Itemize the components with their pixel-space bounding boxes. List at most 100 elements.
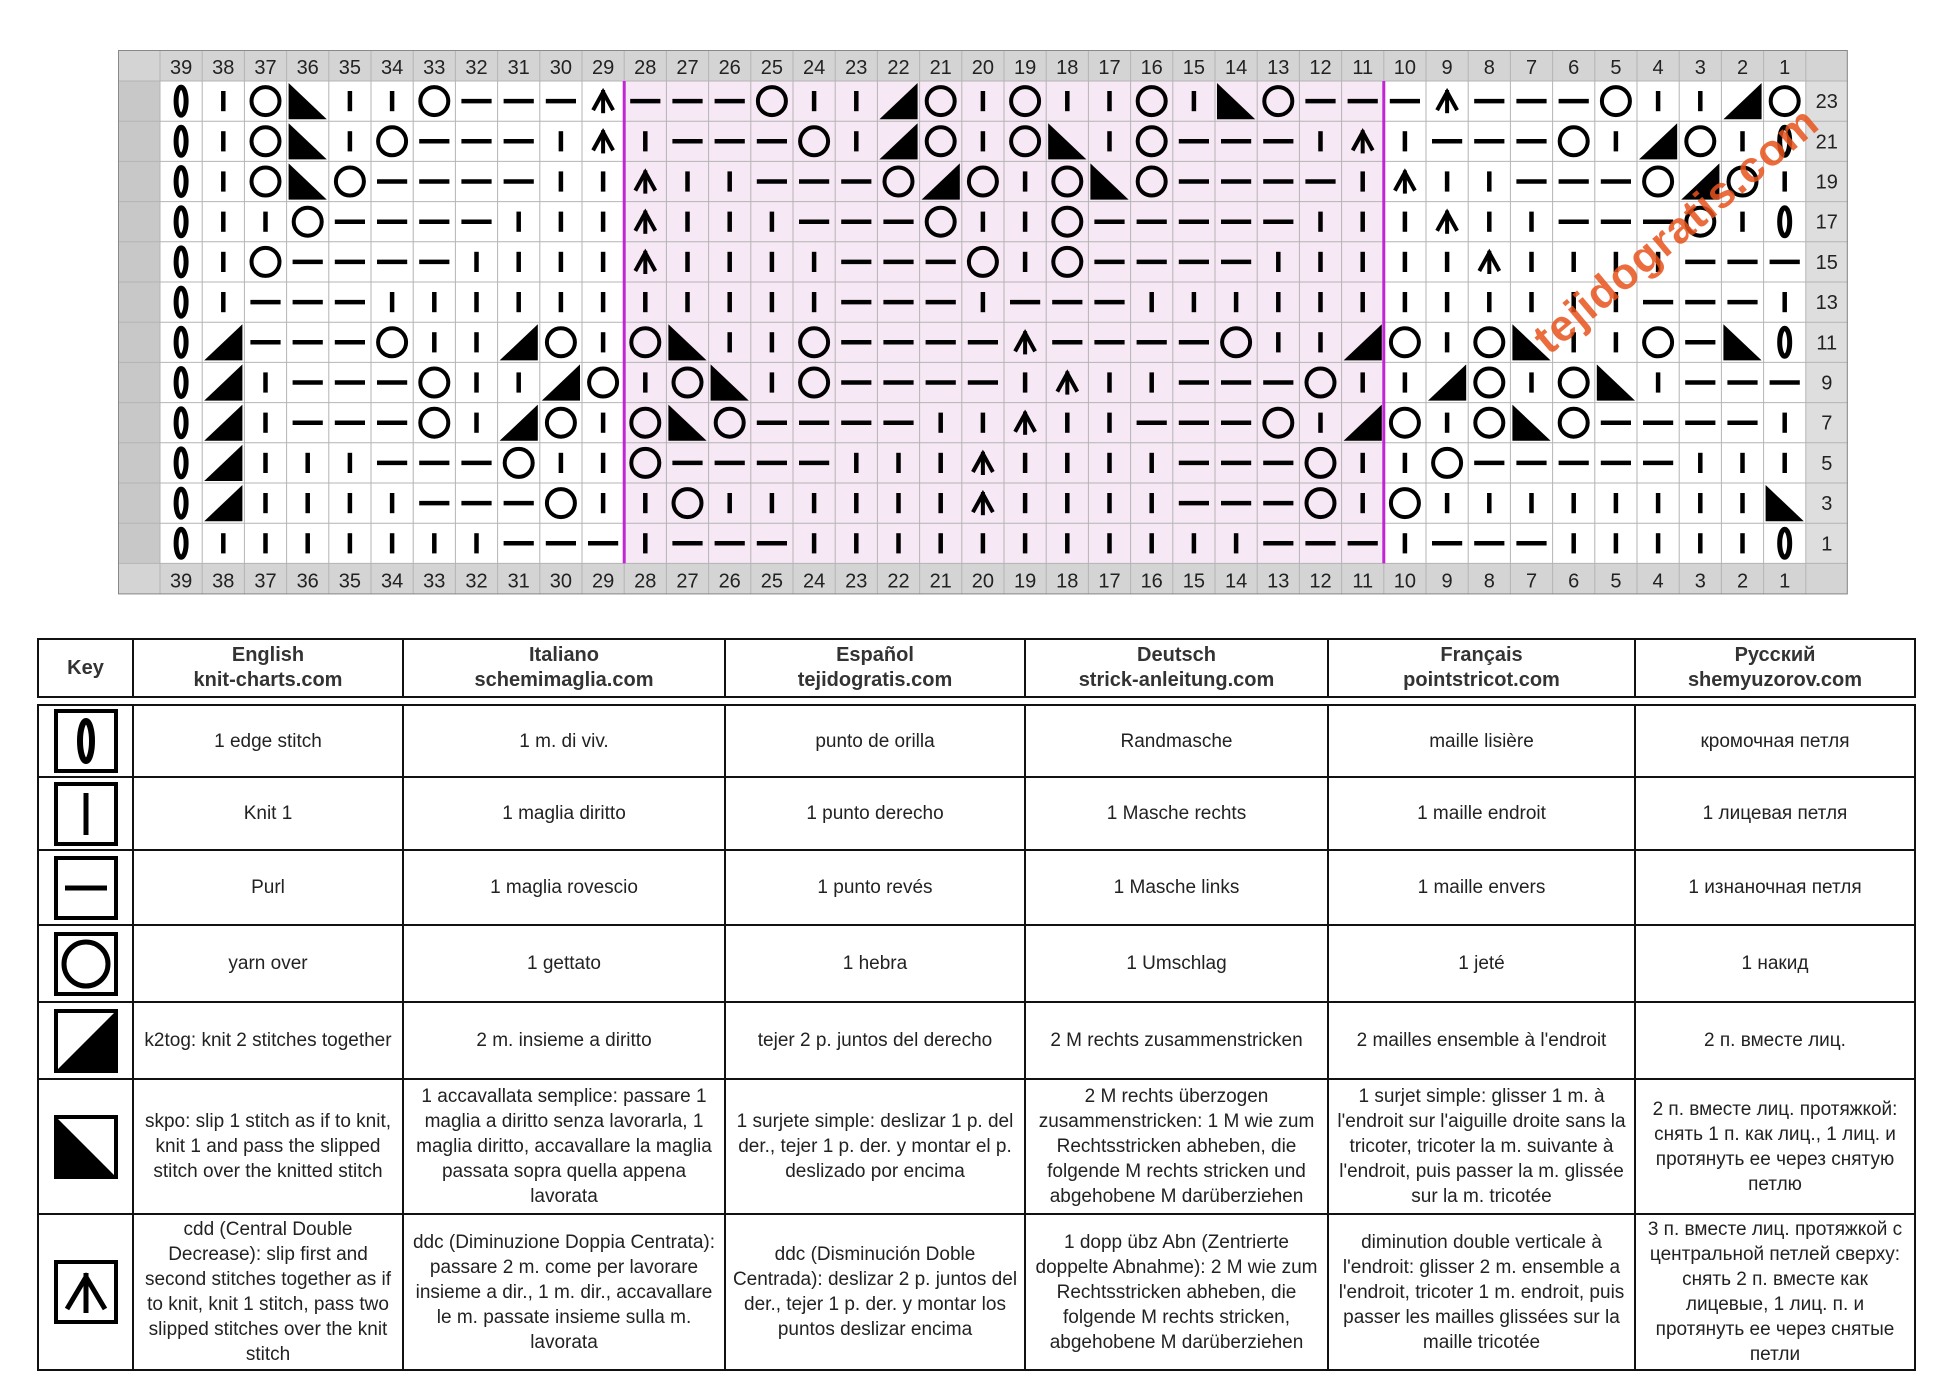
column-number: 24 [803, 57, 825, 79]
key-text: ddc (Diminuzione Doppia Centrata): passa… [402, 1213, 726, 1371]
column-number: 35 [339, 57, 361, 79]
purl-icon [53, 855, 118, 920]
column-number: 29 [592, 570, 614, 592]
cdd-stitch [633, 248, 658, 272]
yarn-over-stitch [1262, 85, 1295, 118]
column-number: 14 [1225, 570, 1247, 592]
cdd-icon [53, 1260, 118, 1324]
column-number: 32 [465, 570, 487, 592]
yarn-over-stitch [671, 366, 704, 399]
column-number: 38 [212, 570, 234, 592]
yarn-over-stitch [924, 85, 957, 118]
row-number: 21 [1816, 131, 1838, 153]
key-text: ddc (Disminución Doble Centrada): desliz… [724, 1213, 1026, 1371]
column-number: 20 [972, 570, 994, 592]
k2tog-stitch [204, 364, 243, 401]
row-number: 9 [1821, 373, 1832, 395]
yarn-over-stitch [798, 366, 831, 399]
k2tog-stitch [1343, 404, 1382, 441]
edge-stitch [173, 165, 189, 198]
column-number: 19 [1014, 57, 1036, 79]
yarn-over-stitch [1768, 85, 1801, 118]
yarn-over-stitch [1431, 446, 1464, 479]
column-number: 12 [1309, 570, 1331, 592]
key-header: Key [37, 638, 134, 698]
column-number: 7 [1526, 570, 1537, 592]
k2tog-icon [53, 1008, 118, 1073]
cdd-stitch [1435, 87, 1459, 112]
skpo-stitch [710, 364, 749, 401]
cdd-stitch [1393, 168, 1417, 192]
yarn-over-stitch [671, 487, 704, 520]
edge-stitch [173, 285, 189, 319]
k2tog-stitch [204, 444, 243, 481]
edge-stitch [173, 486, 189, 520]
key-text: 1 jeté [1327, 924, 1636, 1003]
edge-stitch [173, 446, 189, 480]
key-text: кромочная петля [1634, 704, 1916, 778]
column-number: 19 [1014, 570, 1036, 592]
column-number: 2 [1737, 57, 1748, 79]
yarn-over-stitch [587, 366, 620, 399]
column-number: 33 [423, 57, 445, 79]
yarn-over-stitch [376, 326, 409, 359]
yarn-over-stitch [1009, 85, 1042, 118]
yarn-over-stitch [249, 245, 282, 278]
column-number: 37 [254, 570, 276, 592]
key-text: Randmasche [1024, 704, 1329, 778]
key-text: 1 maille endroit [1327, 776, 1636, 851]
yarn-over-stitch [1304, 446, 1337, 479]
yarn-over-stitch [924, 125, 957, 158]
column-number: 21 [930, 57, 952, 79]
yarn-over-stitch [1388, 326, 1421, 359]
yarn-over-stitch [1388, 487, 1421, 520]
yarn-over-stitch [1262, 406, 1295, 439]
key-text: 1 dopp übz Abn (Zentrierte doppelte Abna… [1024, 1213, 1329, 1371]
yarn-over-stitch [629, 406, 662, 439]
column-number: 13 [1267, 57, 1289, 79]
skpo-stitch [1596, 364, 1635, 401]
cdd-stitch [971, 449, 995, 473]
column-number: 15 [1183, 57, 1205, 79]
yarn-over-stitch [502, 446, 535, 479]
row-number: 7 [1821, 413, 1832, 435]
key-text: tejer 2 p. juntos del derecho [724, 1001, 1026, 1080]
column-number: 23 [845, 57, 867, 79]
row-number: 15 [1816, 252, 1838, 274]
yarn-over-stitch [882, 165, 915, 198]
key-text: 2 M rechts überzogen zusammenstricken: 1… [1024, 1078, 1329, 1215]
yarn-over-stitch [333, 165, 366, 198]
skpo-icon [53, 1114, 118, 1179]
yarn-over-stitch [1557, 366, 1590, 399]
column-number: 28 [634, 57, 656, 79]
yarn-over-stitch [544, 406, 577, 439]
key-text: 1 edge stitch [132, 704, 404, 778]
cdd-stitch [591, 87, 615, 112]
key-row-edge-stitch: 1 edge stitch 1 m. di viv. punto de oril… [37, 704, 1916, 778]
column-number: 28 [634, 570, 656, 592]
yarn-over-stitch [1135, 165, 1168, 198]
yarn-over-stitch [1684, 205, 1717, 238]
edge-stitch [173, 526, 189, 560]
column-number: 27 [676, 570, 698, 592]
key-row-yarn-over: yarn over 1 gettato 1 hebra 1 Umschlag 1… [37, 924, 1916, 1003]
key-row-k2tog: k2tog: knit 2 stitches together 2 m. ins… [37, 1001, 1916, 1080]
key-text: 1 Umschlag [1024, 924, 1329, 1003]
k2tog-stitch [1343, 324, 1382, 361]
key-text: 2 m. insieme a diritto [402, 1001, 726, 1080]
column-number: 39 [170, 57, 192, 79]
column-number: 9 [1442, 57, 1453, 79]
edge-stitch [173, 366, 189, 399]
key-text: 1 накид [1634, 924, 1916, 1003]
cdd-stitch [1055, 369, 1080, 393]
key-row-cdd: cdd (Central Double Decrease): slip firs… [37, 1213, 1916, 1371]
column-number: 30 [550, 570, 572, 592]
column-number: 17 [1098, 570, 1120, 592]
cdd-stitch [591, 128, 615, 152]
column-number: 22 [887, 57, 909, 79]
yarn-over-stitch [1473, 406, 1506, 439]
